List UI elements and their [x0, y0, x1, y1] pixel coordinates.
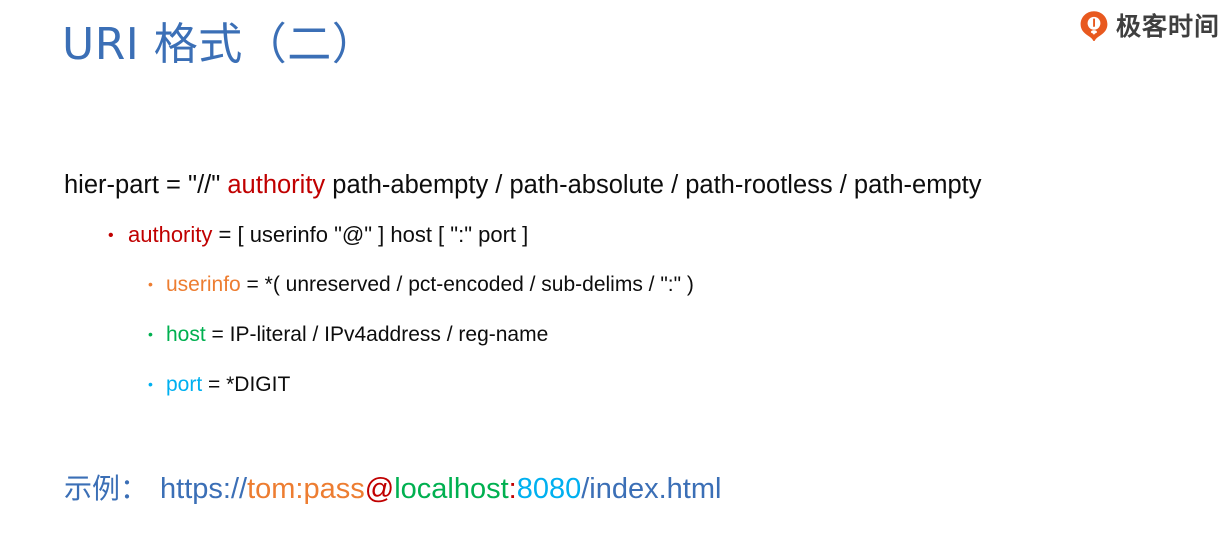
bullet-icon: •	[108, 227, 114, 244]
brand-name: 极客时间	[1115, 11, 1220, 41]
bullet-icon: •	[148, 276, 153, 292]
brand-logo: 极客时间	[1079, 9, 1220, 43]
content-body: hier-part = "//" authority path-abempty …	[64, 168, 1174, 419]
abnf-rule-hier-part: hier-part = "//" authority path-abempty …	[64, 168, 1174, 202]
bullet-icon: •	[148, 376, 153, 392]
abnf-rule-port: • port = *DIGIT	[64, 369, 1174, 401]
geektime-pin-icon	[1079, 10, 1109, 42]
abnf-rule-host: • host = IP-literal / IPv4address / reg-n…	[64, 319, 1174, 351]
userinfo-token: userinfo	[166, 273, 241, 296]
abnf-rule-authority: • authority = [ userinfo "@" ] host [ ":"…	[64, 219, 1174, 251]
host-token: host	[166, 323, 206, 346]
hier-part-prefix: hier-part = "//"	[64, 171, 228, 199]
abnf-rule-userinfo: • userinfo = *( unreserved / pct-encoded …	[64, 269, 1174, 301]
example-path: /index.html	[581, 473, 722, 505]
example-scheme: https://	[160, 473, 248, 505]
port-token: port	[166, 373, 203, 396]
example-label: 示例：	[64, 472, 149, 505]
example-userinfo: tom:pass	[247, 473, 365, 505]
example-at-separator: @	[364, 473, 395, 505]
bullet-icon: •	[148, 326, 153, 342]
example-colon-separator: :	[508, 473, 517, 505]
host-definition: = IP-literal / IPv4address / reg-name	[205, 323, 549, 346]
example-line: 示例： https://tom:pass@localhost:8080/index…	[64, 470, 721, 508]
port-definition: = *DIGIT	[202, 373, 291, 396]
authority-token: authority	[128, 222, 213, 247]
example-host: localhost	[394, 473, 509, 505]
userinfo-definition: = *( unreserved / pct-encoded / sub-deli…	[240, 273, 694, 296]
example-port: 8080	[516, 473, 582, 505]
hier-part-suffix: path-abempty / path-absolute / path-root…	[325, 171, 982, 199]
hier-part-authority-token: authority	[227, 171, 326, 199]
authority-definition: = [ userinfo "@" ] host [ ":" port ]	[212, 222, 529, 247]
page-title: URI 格式（二）	[62, 19, 377, 70]
